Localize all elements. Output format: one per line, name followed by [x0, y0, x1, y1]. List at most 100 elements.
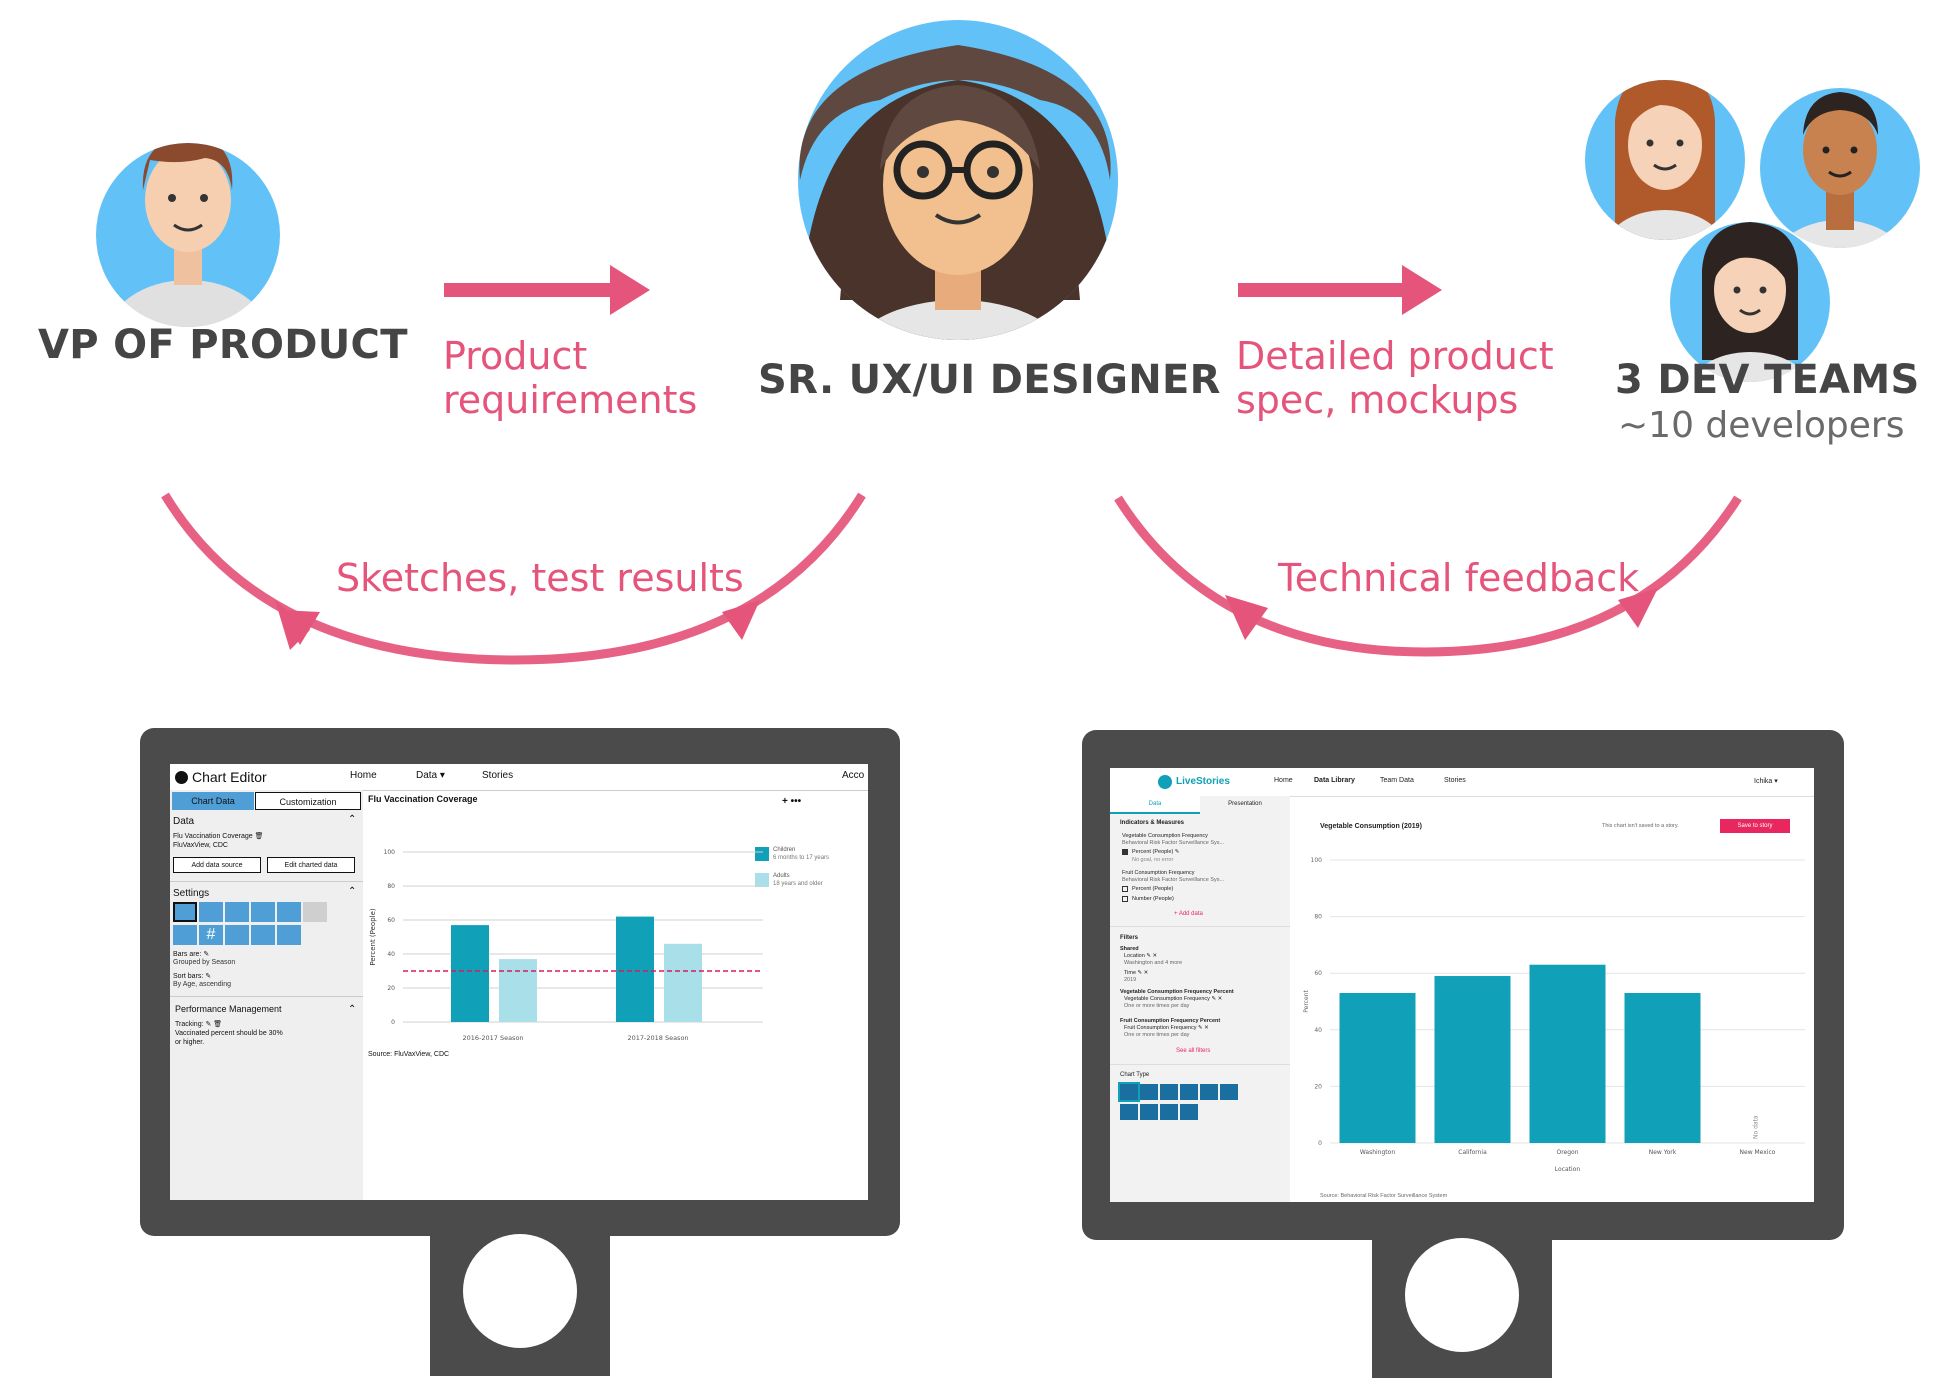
designer-label: SR. UX/UI DESIGNER — [758, 357, 1221, 403]
user-menu[interactable]: Ichika ▾ — [1754, 778, 1778, 785]
y-tick-label: 20 — [387, 985, 395, 992]
add-data-source-label: Add data source — [191, 862, 243, 869]
filter-fruit-value: One or more times per day — [1124, 1032, 1190, 1038]
plus-menu-button[interactable]: + ••• — [782, 796, 802, 807]
tab-chart-data[interactable]: Chart Data — [172, 792, 254, 810]
right-nav-team-data[interactable]: Team Data — [1380, 777, 1414, 784]
add-data-source-button[interactable]: Add data source — [173, 857, 261, 873]
scatter-icon[interactable] — [1160, 1084, 1178, 1100]
collapse-data-icon[interactable]: ⌃ — [348, 814, 357, 825]
x-tick-label: New York — [1649, 1149, 1677, 1156]
checkbox[interactable] — [1122, 896, 1128, 902]
tab-data[interactable]: Data — [1110, 796, 1200, 814]
save-to-story-button[interactable]: Save to story — [1720, 819, 1790, 833]
add-data-link[interactable]: + Add data — [1174, 911, 1203, 917]
indicator-1-option: Percent (People) ✎ — [1132, 849, 1180, 855]
filter-fruit-heading: Fruit Consumption Frequency Percent — [1120, 1018, 1221, 1024]
checkbox[interactable] — [1122, 886, 1128, 892]
table-icon[interactable] — [173, 925, 197, 945]
filter-veg-heading: Vegetable Consumption Frequency Percent — [1120, 989, 1234, 995]
dot-plot-icon[interactable] — [1180, 1084, 1198, 1100]
filter-fruit[interactable]: Fruit Consumption Frequency ✎ ✕ — [1124, 1025, 1209, 1031]
scatter-icon[interactable] — [251, 902, 275, 922]
chart-type-heading: Chart Type — [1120, 1072, 1150, 1078]
y-tick-label: 40 — [387, 951, 395, 958]
left-nav-data[interactable]: Data ▾ — [416, 770, 445, 781]
checkbox-checked[interactable] — [1122, 849, 1128, 855]
bars-are-label[interactable]: Bars are: ✎ — [173, 951, 210, 958]
left-nav-account[interactable]: Acco — [842, 770, 865, 781]
y-tick-label: 40 — [1314, 1027, 1322, 1034]
requirements-line1: Product — [443, 334, 588, 378]
line-chart-icon[interactable] — [1140, 1084, 1158, 1100]
bars-are-value: Grouped by Season — [173, 959, 236, 966]
dot-plot-icon[interactable] — [225, 902, 249, 922]
indicator-2[interactable]: Fruit Consumption Frequency — [1122, 870, 1195, 876]
indicator-1-note: No goal, no error — [1132, 857, 1174, 863]
right-nav-data-library[interactable]: Data Library — [1314, 777, 1355, 784]
x-tick-label: Washington — [1360, 1149, 1395, 1156]
right-header — [1110, 768, 1814, 797]
indicator-1[interactable]: Vegetable Consumption Frequency — [1122, 833, 1208, 839]
collapse-settings-icon[interactable]: ⌃ — [348, 886, 357, 897]
number-icon[interactable] — [1120, 1104, 1138, 1120]
edit-charted-data-button[interactable]: Edit charted data — [267, 857, 355, 873]
left-nav-home[interactable]: Home — [350, 770, 377, 781]
y-axis-label: Percent — [1303, 990, 1310, 1013]
filter-location[interactable]: Location ✎ ✕ — [1124, 953, 1158, 959]
tracking-text-2: or higher. — [175, 1039, 205, 1046]
see-all-filters-link[interactable]: See all filters — [1176, 1048, 1211, 1054]
requirements-line2: requirements — [443, 378, 698, 422]
tracking-label[interactable]: Tracking: ✎ 🗑 — [175, 1021, 223, 1028]
map-icon[interactable] — [1200, 1084, 1218, 1100]
left-nav-stories[interactable]: Stories — [482, 770, 514, 781]
spec-line1: Detailed product — [1236, 334, 1554, 378]
traffic-light-icon[interactable] — [277, 925, 301, 945]
indicator-2-option-1: Percent (People) — [1132, 886, 1174, 892]
x-tick-label: 2017-2018 Season — [627, 1034, 688, 1042]
bar-chart-icon[interactable] — [1118, 1082, 1140, 1102]
tab-presentation[interactable]: Presentation — [1228, 801, 1262, 807]
filter-time[interactable]: Time ✎ ✕ — [1124, 970, 1149, 976]
right-chart-type-grid — [1118, 1082, 1290, 1124]
right-sidebar — [1110, 796, 1290, 1202]
vp-avatar — [96, 143, 280, 327]
legend-children-sub: 6 months to 17 years — [773, 855, 830, 861]
not-saved-note: This chart isn't saved to a story. — [1602, 823, 1679, 829]
grid-icon[interactable] — [1160, 1104, 1178, 1120]
right-nav-home[interactable]: Home — [1274, 777, 1293, 784]
sort-bars-label[interactable]: Sort bars: ✎ — [173, 973, 212, 980]
globe-icon[interactable] — [1140, 1104, 1158, 1120]
map-icon[interactable] — [303, 902, 327, 922]
right-screen: LiveStories Home Data Library Team Data … — [1110, 768, 1814, 1202]
left-settings-heading: Settings — [173, 888, 210, 899]
left-stand-hole — [463, 1234, 577, 1348]
number-icon[interactable]: # — [199, 925, 223, 945]
table-icon[interactable] — [1220, 1084, 1238, 1100]
bar-children — [616, 916, 654, 1022]
left-dataset-source: FluVaxView, CDC — [173, 842, 228, 849]
left-sidebar — [170, 790, 363, 1200]
grid-icon[interactable] — [225, 925, 249, 945]
trend-icon[interactable] — [251, 925, 275, 945]
legend-adults-sub: 18 years and older — [773, 881, 823, 887]
y-tick-label: 100 — [1311, 857, 1323, 864]
bar-adults — [664, 943, 702, 1022]
line-chart-icon[interactable] — [199, 902, 223, 922]
devs-sublabel: ~10 developers — [1618, 405, 1905, 446]
bar-adults — [499, 959, 537, 1022]
right-brand[interactable]: LiveStories — [1176, 776, 1230, 787]
divider — [170, 881, 363, 882]
bar — [1339, 993, 1416, 1143]
filter-veg[interactable]: Vegetable Consumption Frequency ✎ ✕ — [1124, 996, 1223, 1002]
designer-avatar — [798, 20, 1118, 340]
left-header — [170, 764, 868, 791]
trend-icon[interactable] — [1180, 1104, 1198, 1120]
globe-icon[interactable] — [277, 902, 301, 922]
bar-chart-icon[interactable] — [173, 902, 197, 922]
legend-swatch-adults — [755, 873, 769, 887]
collapse-perf-icon[interactable]: ⌃ — [348, 1004, 357, 1015]
tab-customization[interactable]: Customization — [255, 792, 361, 810]
vp-label: VP OF PRODUCT — [38, 322, 408, 368]
right-nav-stories[interactable]: Stories — [1444, 777, 1466, 784]
